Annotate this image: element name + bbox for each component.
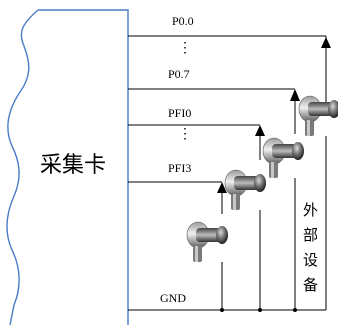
- junction-dot: [258, 308, 262, 312]
- label-pfi0: PFI0: [168, 106, 191, 120]
- card-label: 采集卡: [40, 153, 106, 178]
- arrow-p07: [290, 89, 300, 101]
- card-outline: [6, 9, 129, 325]
- label-p07: P0.7: [168, 67, 190, 81]
- external-device-char-4: 备: [303, 276, 318, 294]
- switch-icon-pfi3: [186, 221, 229, 263]
- switch-icon-pfi0: [224, 169, 267, 211]
- ellipsis-p-port: ⋮: [178, 41, 192, 56]
- junction-dot: [220, 308, 224, 312]
- external-device-char-3: 设: [303, 251, 318, 269]
- arrow-pfi3: [217, 182, 227, 193]
- external-device-char-2: 部: [303, 226, 318, 244]
- external-device-char-1: 外: [303, 201, 318, 219]
- ellipsis-pfi: ⋮: [178, 127, 192, 142]
- label-gnd: GND: [160, 291, 186, 305]
- switch-icon-p00: [298, 95, 338, 137]
- arrow-p00: [321, 37, 331, 48]
- label-pfi3: PFI3: [168, 161, 191, 175]
- switch-icon-p07: [262, 137, 305, 179]
- junction-dot: [293, 308, 297, 312]
- arrow-pfi0: [255, 125, 265, 136]
- label-p00: P0.0: [172, 14, 194, 28]
